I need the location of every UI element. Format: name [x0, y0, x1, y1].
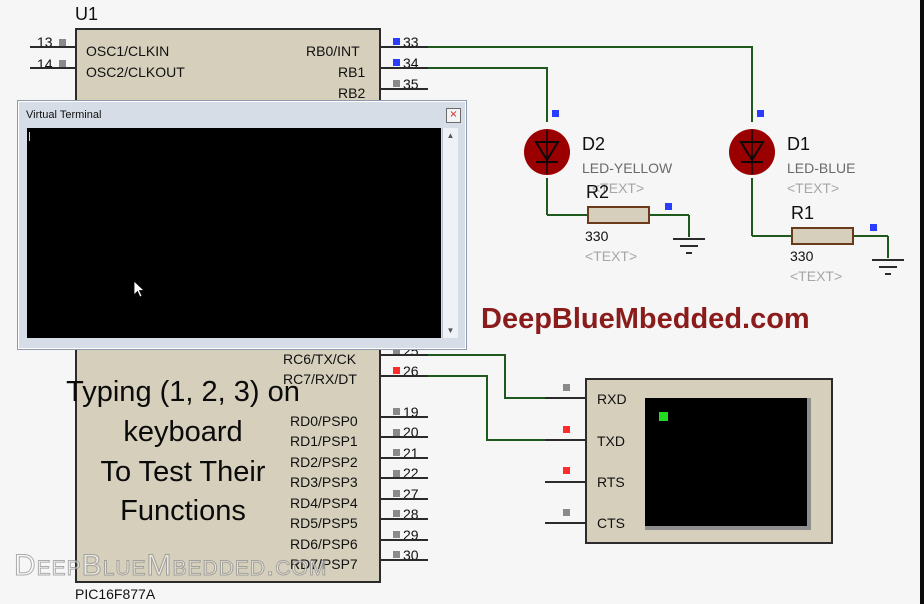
ground-symbol [673, 238, 705, 254]
scroll-down-arrow-icon[interactable]: ▼ [446, 326, 455, 335]
resistor-r2-graphic[interactable] [587, 206, 650, 224]
pin-state-marker [393, 408, 400, 415]
terminal-output[interactable] [27, 128, 441, 338]
pin-label: RD7/PSP7 [290, 556, 358, 572]
led-d2-graphic[interactable] [524, 129, 570, 175]
node-marker [757, 110, 764, 117]
terminal-pin-label: RTS [597, 474, 625, 490]
virtual-terminal-display [645, 398, 811, 530]
r2-designator: R2 [586, 182, 610, 202]
pin-label: RD5/PSP5 [290, 515, 358, 531]
annotation-line: Functions [120, 495, 246, 527]
r1-designator: R1 [791, 203, 815, 223]
r2-text-placeholder: <TEXT> [585, 248, 638, 264]
wire-rb1-d2[interactable] [428, 67, 548, 122]
annotation-line: To Test Their [100, 456, 266, 488]
pin-state-marker [563, 384, 570, 391]
d2-text-placeholder: <TEXT> [592, 180, 645, 196]
pin-label: RB0/INT [306, 43, 360, 59]
pin-label: RD3/PSP3 [290, 474, 358, 490]
mouse-pointer-icon [133, 280, 146, 298]
annotation-line: keyboard [123, 416, 243, 448]
terminal-pin-label: CTS [597, 515, 625, 531]
pin-label: RD0/PSP0 [290, 413, 358, 429]
terminal-pin-label: TXD [597, 433, 625, 449]
node-marker [552, 110, 559, 117]
vertical-scrollbar[interactable]: ▲ ▼ [442, 128, 458, 338]
virtual-terminal-window[interactable]: Virtual Terminal × ▲ ▼ [17, 100, 467, 350]
pin-label: OSC1/CLKIN [86, 43, 170, 59]
d1-text-placeholder: <TEXT> [787, 180, 840, 196]
pin-label: RB1 [338, 64, 366, 80]
pin-state-marker [393, 429, 400, 436]
led-d1-graphic[interactable] [729, 129, 775, 175]
d2-designator: D2 [582, 134, 606, 154]
brand-text: DeepBlueMbedded.com [481, 303, 810, 335]
pin-state-marker [563, 467, 570, 474]
pin-state-marker [59, 60, 66, 67]
pin-state-marker [563, 426, 570, 433]
pin-state-marker [393, 80, 400, 87]
pin-state-marker [393, 490, 400, 497]
pin-state-marker [393, 470, 400, 477]
pin-label: RB2 [338, 85, 366, 101]
window-title: Virtual Terminal [26, 109, 102, 121]
pin-label: RC7/RX/DT [283, 371, 357, 387]
close-button[interactable]: × [446, 108, 461, 123]
d2-value: LED-YELLOW [582, 160, 673, 176]
terminal-active-indicator [659, 412, 668, 421]
r1-text-placeholder: <TEXT> [790, 268, 843, 284]
pin-label: RC6/TX/CK [283, 351, 357, 367]
pin-state-marker [59, 39, 66, 46]
d1-designator: D1 [787, 134, 811, 154]
pin-label: RD4/PSP4 [290, 495, 358, 511]
pin-label: OSC2/CLKOUT [86, 64, 185, 80]
d1-value: LED-BLUE [787, 160, 856, 176]
nets [428, 46, 889, 441]
pin-stubs [30, 46, 585, 561]
terminal-pin-label: RXD [597, 391, 627, 407]
resistor-r1-graphic[interactable] [791, 227, 854, 245]
pin-label: RD2/PSP2 [290, 454, 358, 470]
pin-label: RD6/PSP6 [290, 536, 358, 552]
watermark: DeepBlueMbedded.com [13, 549, 328, 583]
text-cursor [29, 132, 30, 141]
scroll-up-arrow-icon[interactable]: ▲ [446, 131, 455, 140]
mcu-designator: U1 [75, 4, 99, 24]
pin-state-marker [393, 449, 400, 456]
pin-state-marker [393, 510, 400, 517]
node-marker [665, 203, 672, 210]
pin-state-marker [393, 59, 400, 66]
ground-symbol [872, 259, 904, 275]
annotation-line: Typing (1, 2, 3) on [66, 376, 300, 408]
node-marker [870, 224, 877, 231]
wire-tx-rxd[interactable] [428, 354, 545, 399]
mcu-part-name: PIC16F877A [75, 586, 156, 602]
wire-rb0-d1[interactable] [428, 46, 753, 122]
pin-state-marker [393, 551, 400, 558]
pin-state-marker [563, 509, 570, 516]
pin-label: RD1/PSP1 [290, 433, 358, 449]
r1-value: 330 [790, 248, 814, 264]
wire-rx-txd[interactable] [428, 375, 545, 441]
virtual-terminal-component[interactable] [585, 378, 833, 544]
pin-state-marker [393, 531, 400, 538]
pin-state-marker [393, 367, 400, 374]
pin-state-marker [393, 348, 400, 355]
r2-value: 330 [585, 228, 609, 244]
pin-state-marker [393, 38, 400, 45]
